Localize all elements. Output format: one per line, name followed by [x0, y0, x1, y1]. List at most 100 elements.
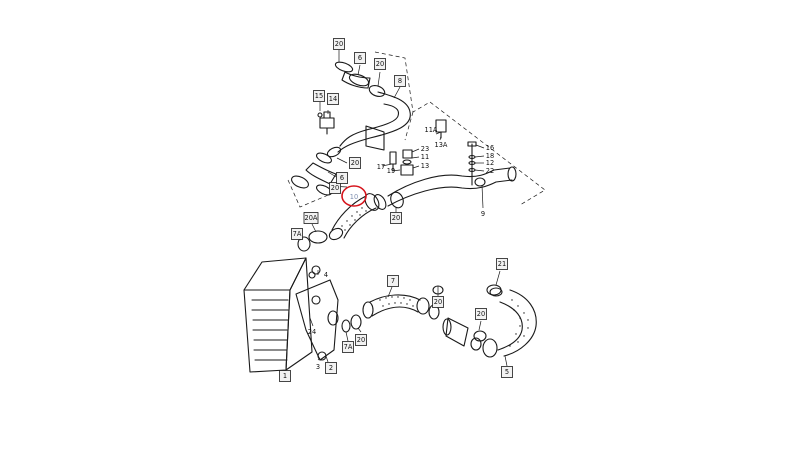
callout-13: 13 — [421, 162, 429, 170]
assembly-outline — [287, 51, 546, 208]
callout-number: 22 — [486, 167, 494, 175]
callout-number: 3 — [316, 363, 320, 371]
callout-24: 24 — [308, 328, 316, 336]
callout-number: 20 — [331, 184, 339, 192]
callout-number: 20A — [305, 214, 318, 222]
callout-number: 13 — [421, 162, 429, 170]
callout-box — [342, 341, 354, 353]
callout-11A: 11A — [425, 126, 438, 134]
callout-number: 24 — [308, 328, 316, 336]
callout-number: 11 — [421, 153, 429, 161]
callout-number: 20 — [376, 60, 384, 68]
callout-19: 19 — [387, 167, 395, 175]
callout-20A: 20A — [303, 212, 319, 224]
callout-box — [325, 362, 337, 374]
callout-9: 9 — [481, 210, 485, 218]
callout-20: 20 — [329, 182, 341, 194]
lower-clamps — [311, 265, 502, 342]
bolt-stack — [467, 141, 477, 186]
callout-number: 4 — [324, 271, 328, 279]
hose-texture — [341, 207, 529, 347]
callout-box — [313, 90, 325, 102]
callout-12: 12 — [486, 159, 494, 167]
callout-number: 17 — [377, 163, 385, 171]
callout-10: 10 — [350, 193, 358, 201]
intercooler-part-1 — [243, 257, 313, 373]
callout-16: 16 — [486, 144, 494, 152]
callout-6: 6 — [354, 52, 366, 64]
callout-1: 1 — [279, 370, 291, 382]
callout-number: 13A — [435, 141, 448, 149]
callout-number: 8 — [398, 77, 402, 85]
callout-number: 6 — [358, 54, 362, 62]
callout-8: 8 — [394, 75, 406, 87]
callout-box — [355, 334, 367, 346]
callout-20: 20 — [390, 212, 402, 224]
callout-20: 20 — [349, 157, 361, 169]
clamps-20-20A — [297, 191, 404, 252]
callout-number: 5 — [505, 368, 509, 376]
callout-18: 18 — [486, 152, 494, 160]
charge-pipe-part-9 — [387, 166, 517, 207]
callout-number: 20 — [477, 310, 485, 318]
callout-box — [303, 212, 319, 224]
callout-number: 20 — [351, 159, 359, 167]
callout-number: 20 — [335, 40, 343, 48]
callout-6: 6 — [336, 172, 348, 184]
callout-number: 12 — [486, 159, 494, 167]
callout-box — [501, 366, 513, 378]
callout-number: 18 — [486, 152, 494, 160]
callout-23: 23 — [421, 145, 429, 153]
callout-box — [349, 157, 361, 169]
callout-box — [333, 38, 345, 50]
callout-21: 21 — [496, 258, 508, 270]
callout-box — [394, 75, 406, 87]
callout-number: 19 — [387, 167, 395, 175]
callout-7: 7 — [387, 275, 399, 287]
callout-number: 20 — [392, 214, 400, 222]
callout-20: 20 — [333, 38, 345, 50]
callout-4: 4 — [324, 271, 328, 279]
highlight-circle — [341, 185, 367, 207]
callout-number: 7A — [293, 230, 302, 238]
callout-box — [475, 308, 487, 320]
callout-number: 16 — [486, 144, 494, 152]
upper-coupler-part-6 — [334, 61, 386, 97]
callout-20: 20 — [374, 58, 386, 70]
callout-3: 3 — [316, 363, 320, 371]
callout-box — [387, 275, 399, 287]
callout-number: 7A — [344, 343, 353, 351]
callout-number: 20 — [434, 298, 442, 306]
callout-22: 22 — [486, 167, 494, 175]
hose-part-10 — [328, 193, 387, 241]
callout-2: 2 — [325, 362, 337, 374]
callout-number: 14 — [329, 95, 337, 103]
callout-11: 11 — [421, 153, 429, 161]
callout-box — [329, 182, 341, 194]
callout-20: 20 — [475, 308, 487, 320]
callout-box — [374, 58, 386, 70]
pressure-sensor-part-14 — [317, 111, 335, 135]
callout-box — [432, 296, 444, 308]
lower-coupler-part-6 — [291, 152, 337, 196]
callout-box — [327, 93, 339, 105]
callout-number: 15 — [315, 92, 323, 100]
callout-15: 15 — [313, 90, 325, 102]
callout-box — [291, 228, 303, 240]
callout-box — [279, 370, 291, 382]
callout-17: 17 — [377, 163, 385, 171]
callout-number: 21 — [498, 260, 506, 268]
callout-number: 2 — [329, 364, 333, 372]
callout-box — [354, 52, 366, 64]
callout-number: 7 — [391, 277, 395, 285]
leader-lines — [284, 50, 508, 372]
callout-box — [390, 212, 402, 224]
callout-20: 20 — [432, 296, 444, 308]
callout-number: 10 — [350, 193, 358, 201]
callout-number: 11A — [425, 126, 438, 134]
callout-number: 23 — [421, 145, 429, 153]
callout-number: 9 — [481, 210, 485, 218]
